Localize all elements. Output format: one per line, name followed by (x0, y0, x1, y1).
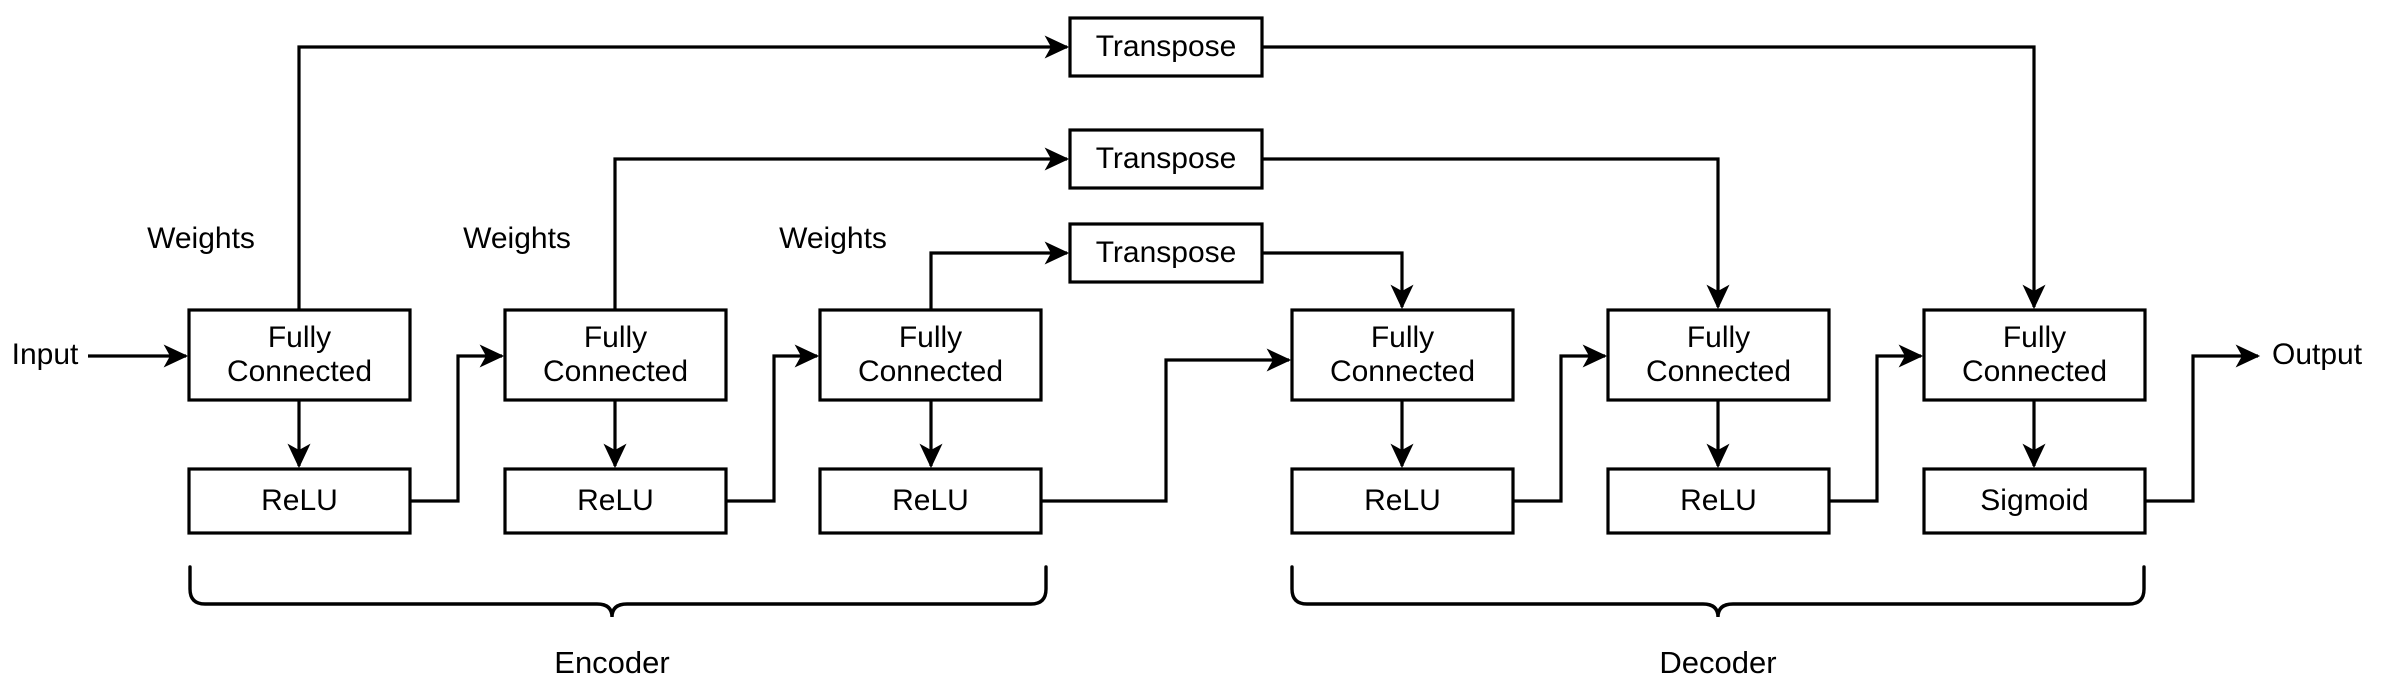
encoder-fc-2-label: Fully Connected (505, 310, 726, 400)
encoder-relu-1-label: ReLU (261, 483, 338, 517)
decoder-fc-2-label-line1: Fully (1686, 320, 1751, 354)
encoder-fc-2-label-line2: Connected (542, 355, 689, 388)
decoder-relu-2-label: ReLU (1680, 483, 1757, 517)
encoder-fc-3-label: Fully Connected (820, 310, 1041, 400)
encoder-fc-2-label-line1: Fully (583, 320, 648, 354)
decoder-relu-1-label: ReLU (1364, 483, 1441, 517)
edge-transpose-3-to-decoder-fc-1 (1262, 251, 1414, 310)
encoder-group-label: Encoder (554, 645, 670, 680)
decoder-sigmoid-label: Sigmoid (1980, 483, 2089, 517)
transpose-3-label: Transpose (1095, 235, 1237, 269)
decoder-fc-2-label-line2: Connected (1645, 355, 1792, 388)
group-braces-layer (188, 565, 2146, 618)
output-label: Output (2272, 338, 2363, 371)
decoder-fc-3-label-line1: Fully (2002, 320, 2067, 354)
decoder-fc-1-label: Fully Connected (1292, 310, 1513, 400)
edge-encoder-relu-1-to-fc-2 (410, 344, 505, 503)
edge-encoder-relu-3-to-decoder-fc-1 (1041, 348, 1292, 503)
weights-label-2: Weights (463, 222, 571, 255)
encoder-fc-1-label-line1: Fully (267, 320, 332, 354)
edge-weights-2-to-transpose-2 (613, 147, 1070, 310)
edge-weights-3-to-transpose-3 (929, 241, 1070, 310)
edge-decoder-relu-2-to-fc-3 (1829, 344, 1924, 503)
transpose-2-label: Transpose (1095, 141, 1237, 175)
edge-transpose-2-to-decoder-fc-2 (1262, 157, 1730, 310)
encoder-brace (188, 565, 1048, 618)
encoder-fc-1-label-line2: Connected (226, 355, 373, 388)
weights-label-1: Weights (147, 222, 255, 255)
encoder-fc-3-label-line2: Connected (857, 355, 1004, 388)
edge-weights-1-to-transpose-1 (297, 35, 1070, 310)
edge-sigmoid-to-output (2145, 344, 2261, 503)
encoder-fc-3-label-line1: Fully (898, 320, 963, 354)
encoder-relu-3-label: ReLU (892, 483, 969, 517)
decoder-fc-3-label-line2: Connected (1961, 355, 2108, 388)
decoder-group-label: Decoder (1659, 645, 1777, 680)
decoder-fc-3-label: Fully Connected (1924, 310, 2145, 400)
weights-label-3: Weights (779, 222, 887, 255)
input-label: Input (11, 338, 79, 371)
edge-decoder-relu-1-to-fc-2 (1513, 344, 1608, 503)
edge-encoder-relu-2-to-fc-3 (726, 344, 820, 503)
connectors-layer (88, 35, 2261, 503)
decoder-brace (1290, 565, 2146, 618)
encoder-fc-1-label: Fully Connected (189, 310, 410, 400)
edge-transpose-1-to-decoder-fc-3 (1262, 45, 2046, 310)
transpose-1-label: Transpose (1095, 29, 1237, 63)
decoder-fc-2-label: Fully Connected (1608, 310, 1829, 400)
encoder-relu-2-label: ReLU (577, 483, 654, 517)
decoder-fc-1-label-line1: Fully (1370, 320, 1435, 354)
decoder-fc-1-label-line2: Connected (1329, 355, 1476, 388)
